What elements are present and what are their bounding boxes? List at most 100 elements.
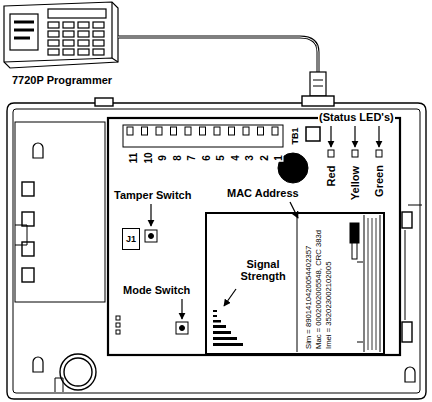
housing-outline [408,205,422,206]
board-components [180,326,185,331]
programmer-drawing [4,2,118,68]
board-components [116,330,120,334]
module-id-text: Sim = 8901410420054402357 [304,219,314,349]
led-color-label: Green [373,164,385,198]
modem-module: Sim = 8901410420054402357Mac = 000200200… [205,212,385,355]
housing-outline [402,322,412,342]
module-id-text: Mac = 0002002005548, CRC 383d [314,219,324,349]
terminal-block [214,127,220,135]
programmer-drawing [4,2,118,68]
programmer-drawing [63,40,74,46]
leader-arrow [181,299,182,319]
terminal-number: 6 [200,154,211,162]
board-components [176,322,188,334]
housing-outline [405,367,415,382]
programmer-drawing [78,49,89,55]
terminal-block [258,127,264,135]
signal-bars [213,331,231,334]
housing-outline [60,354,96,390]
programmer-drawing [93,40,104,46]
part-label: Mode Switch [122,284,191,296]
module-id-text: Imei = 352023002102005 [324,219,334,349]
terminal-block [123,125,283,147]
terminal-block [142,127,148,135]
housing-outline [7,103,426,399]
housing-outline [402,212,412,228]
status-led-label: (Status LED's) [318,111,395,123]
housing-outline [33,143,43,158]
leader-arrow [378,126,379,147]
programmer-drawing [14,29,34,32]
leader-arrow [150,204,151,226]
module-parts [297,215,298,352]
board-components [116,323,120,327]
housing-outline [22,212,34,226]
terminal-block [229,127,235,135]
terminal-block [123,125,283,147]
programmer-drawing [93,49,104,55]
terminal-number: 2 [258,154,269,162]
programmer-cable [313,80,323,81]
signal-bars [213,310,243,346]
terminal-number: 8 [171,154,182,162]
housing-outline [15,122,105,302]
board-components [306,127,320,141]
programmer-cable [118,37,318,72]
terminal-block [243,127,249,135]
module-parts [352,243,357,259]
module-parts [357,262,363,263]
housing-outline [405,230,406,320]
signal-bars [213,325,226,328]
programmer-drawing [93,31,104,37]
signal-bars [213,320,221,323]
terminal-block [156,127,162,135]
module-parts [350,223,359,243]
programmer-drawing [48,31,59,37]
board-components [376,150,382,157]
housing-outline [95,98,113,106]
housing-outline [302,96,334,106]
terminal-number: 11 [128,152,139,165]
housing-outline [64,358,92,386]
leader-arrow [330,126,331,147]
programmer-cable [118,37,326,96]
module-parts [372,218,373,350]
terminal-number: 7 [186,154,197,162]
programmer-drawing [78,22,89,28]
programmer-cable [118,37,318,72]
programmer-drawing [78,40,89,46]
node-text: 7720P Programmer [12,74,112,86]
housing-outline [7,96,426,399]
part-label: MAC Address [226,187,300,199]
programmer-drawing [63,49,74,55]
programmer-drawing [48,9,106,18]
programmer-drawing [63,31,74,37]
part-label: Signal Strength [232,258,294,282]
board-components [328,150,334,157]
terminal-block [185,127,191,135]
terminal-number: 9 [157,154,168,162]
part-label: Tamper Switch [113,189,192,201]
programmer-cable [310,72,326,96]
signal-bars [213,310,217,312]
circuit-board [108,118,400,355]
board-components [149,234,154,239]
housing-outline [22,268,34,282]
jumper-block: J1 [122,228,140,250]
terminal-block [200,127,206,135]
housing-outline [55,378,63,392]
programmer-drawing [14,21,34,24]
board-components [116,127,382,334]
module-parts [297,215,380,352]
housing-outline [13,109,420,393]
programmer-drawing [48,49,59,55]
programmer-drawing [111,2,112,58]
terminal-block [127,127,133,135]
housing-outline [33,357,43,372]
circuit-board [108,118,400,355]
module-parts [376,218,377,350]
housing-outline [22,242,34,256]
